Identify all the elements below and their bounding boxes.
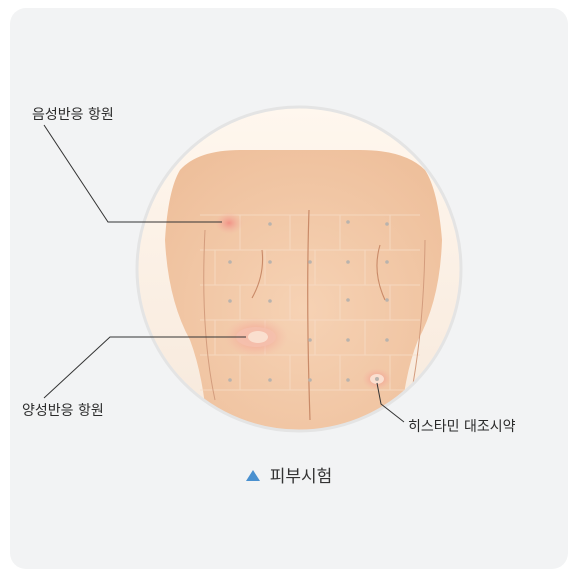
negative-reaction-spot <box>215 212 243 234</box>
caption-text: 피부시험 <box>270 467 333 487</box>
triangle-up-icon <box>246 470 260 481</box>
histamine-control-label: 히스타민 대조시약 <box>408 416 516 436</box>
figure-caption: 피부시험 <box>0 462 578 487</box>
histamine-reaction-spot <box>362 368 392 390</box>
negative-antigen-label: 음성반응 항원 <box>32 104 114 124</box>
positive-antigen-label: 양성반응 항원 <box>22 400 104 420</box>
